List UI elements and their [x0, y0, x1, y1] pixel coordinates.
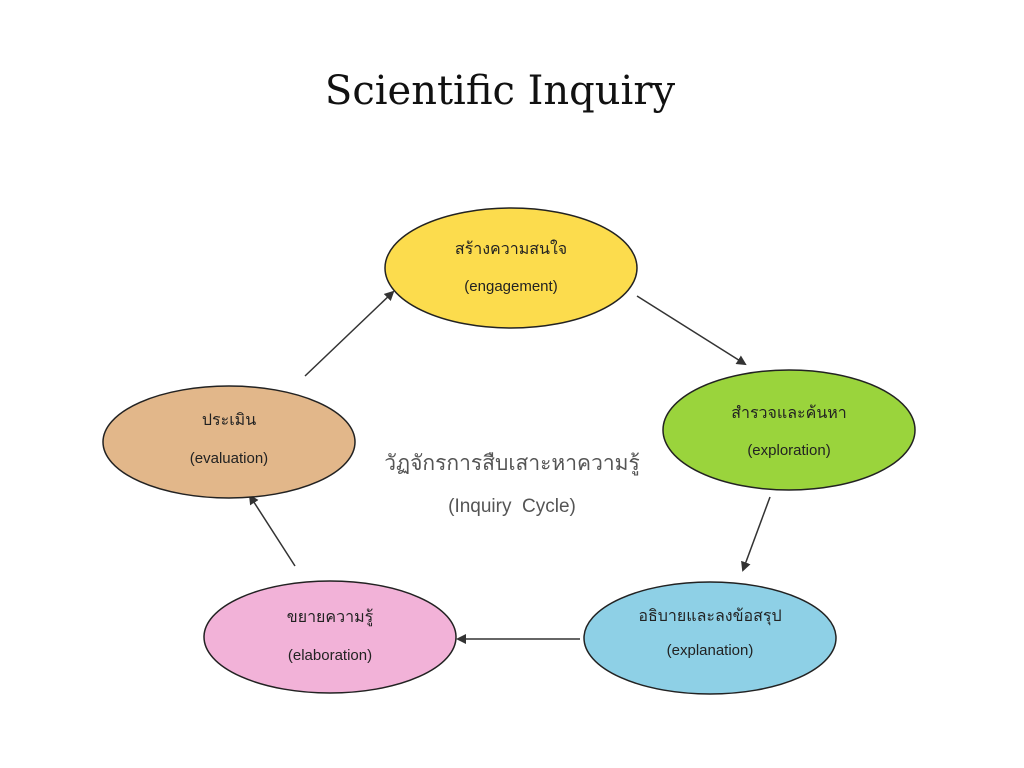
- arrow-evaluation-to-engagement: [304, 290, 395, 377]
- stage-explanation: อธิบายและลงข้อสรุป (explanation): [583, 581, 837, 695]
- stage-elaboration-thai-label: ขยายความรู้: [287, 607, 374, 627]
- stage-explanation-english-label: (explanation): [667, 642, 754, 659]
- stage-exploration: สำรวจและค้นหา (exploration): [662, 369, 916, 491]
- stage-evaluation-ellipse: [102, 385, 356, 499]
- cycle-center-english-label: (Inquiry Cycle): [448, 496, 576, 517]
- stage-engagement-ellipse: [384, 207, 638, 329]
- stage-explanation-ellipse: [583, 581, 837, 695]
- arrow-exploration-to-explanation: [741, 496, 771, 572]
- stage-exploration-ellipse: [662, 369, 916, 491]
- arrow-engagement-to-exploration: [636, 295, 747, 366]
- slide-title: Scientific Inquiry: [324, 68, 676, 114]
- stage-engagement: สร้างความสนใจ (engagement): [384, 207, 638, 329]
- stage-evaluation-thai-label: ประเมิน: [202, 410, 256, 429]
- stage-evaluation: ประเมิน (evaluation): [102, 385, 356, 499]
- stage-elaboration: ขยายความรู้ (elaboration): [203, 580, 457, 694]
- cycle-center-thai-label: วัฏจักรการสืบเสาะหาความรู้: [384, 451, 640, 476]
- stage-elaboration-english-label: (elaboration): [288, 647, 372, 664]
- stage-evaluation-english-label: (evaluation): [190, 450, 268, 467]
- stage-elaboration-ellipse: [203, 580, 457, 694]
- stage-exploration-english-label: (exploration): [747, 442, 830, 459]
- arrow-elaboration-to-evaluation: [248, 494, 296, 567]
- stage-explanation-thai-label: อธิบายและลงข้อสรุป: [638, 606, 781, 626]
- stage-engagement-thai-label: สร้างความสนใจ: [455, 239, 567, 258]
- stage-exploration-thai-label: สำรวจและค้นหา: [731, 403, 847, 422]
- stage-engagement-english-label: (engagement): [464, 278, 557, 295]
